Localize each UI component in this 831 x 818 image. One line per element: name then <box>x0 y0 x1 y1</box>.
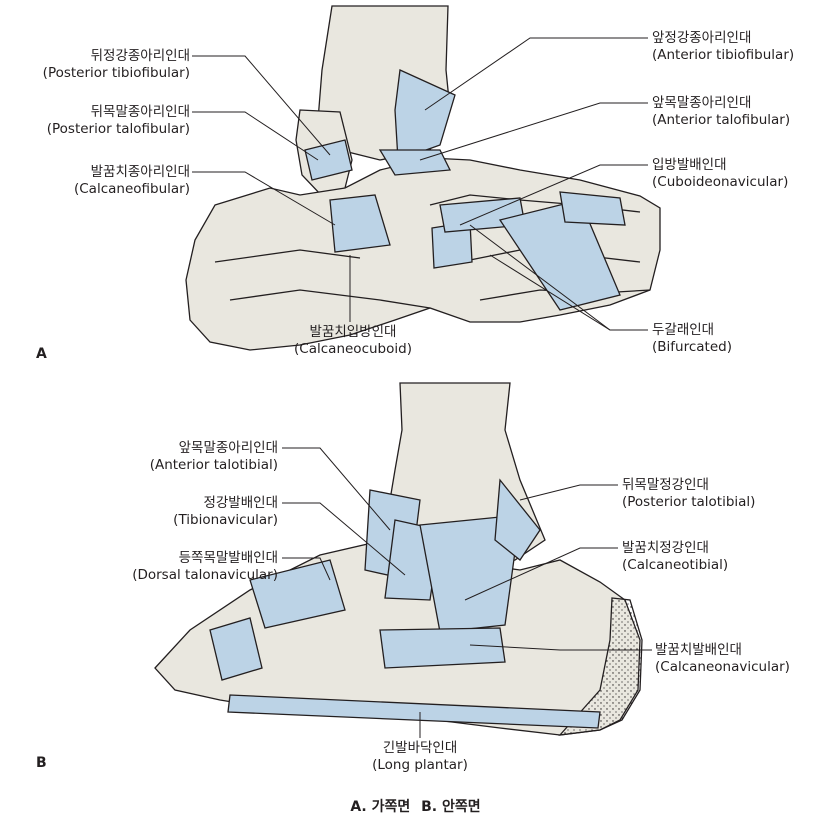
ligament-calcaneotibial <box>419 514 521 633</box>
caption-a: A. 가쪽면 <box>350 799 411 815</box>
label-post-talofibular: 뒤목말종아리인대(Posterior talofibular) <box>46 104 190 137</box>
label-long-plantar: 긴발바닥인대(Long plantar) <box>372 740 468 773</box>
label-ant-talotibial: 앞목말종아리인대(Anterior talotibial) <box>149 440 278 473</box>
panel-a-illustration <box>185 5 661 351</box>
label-tibionavicular: 정강발배인대(Tibionavicular) <box>173 495 278 528</box>
label-calcaneonavicular: 발꿈치발배인대(Calcaneonavicular) <box>655 642 790 675</box>
panel-letter-b: B <box>36 755 47 771</box>
label-post-tibiofibular: 뒤정강종아리인대(Posterior tibiofibular) <box>42 48 190 81</box>
label-calcaneocuboid: 발꿈치입방인대(Calcaneocuboid) <box>294 324 412 357</box>
label-dorsal-talonavicular: 등쪽목말발배인대(Dorsal talonavicular) <box>132 550 278 583</box>
heel-stipple <box>558 597 643 736</box>
label-calcaneofibular: 발꿈치종아리인대(Calcaneofibular) <box>73 164 190 197</box>
panel-a-leaders <box>192 37 648 331</box>
label-calcaneotibial: 발꿈치정강인대(Calcaneotibial) <box>622 540 729 573</box>
label-ant-tibiofibular: 앞정강종아리인대(Anterior tibiofibular) <box>652 30 795 63</box>
ligament-dorsal-talonavicular <box>249 559 346 629</box>
label-cuboideonavicular: 입방발배인대(Cuboideonavicular) <box>652 157 789 190</box>
label-post-talotibial: 뒤목말정강인대(Posterior talotibial) <box>622 477 756 510</box>
ligament-long-plantar <box>227 694 601 729</box>
panel-b-leaders <box>282 447 652 738</box>
ligament-post-tibiofibular <box>304 139 353 181</box>
panel-b-illustration <box>154 382 643 736</box>
label-bifurcated: 두갈래인대(Bifurcated) <box>652 322 732 355</box>
ligament-bifurcated <box>498 199 621 311</box>
panel-letter-a: A <box>36 346 47 362</box>
caption-b: B. 안쪽면 <box>421 799 481 815</box>
ligament-calcaneonavicular <box>379 627 506 669</box>
figure-caption: A. 가쪽면 B. 안쪽면 <box>0 796 831 816</box>
label-ant-talofibular: 앞목말종아리인대(Anterior talofibular) <box>652 95 791 128</box>
ligament-post-talotibial <box>494 478 541 561</box>
ligament-calcaneofibular <box>329 194 391 253</box>
